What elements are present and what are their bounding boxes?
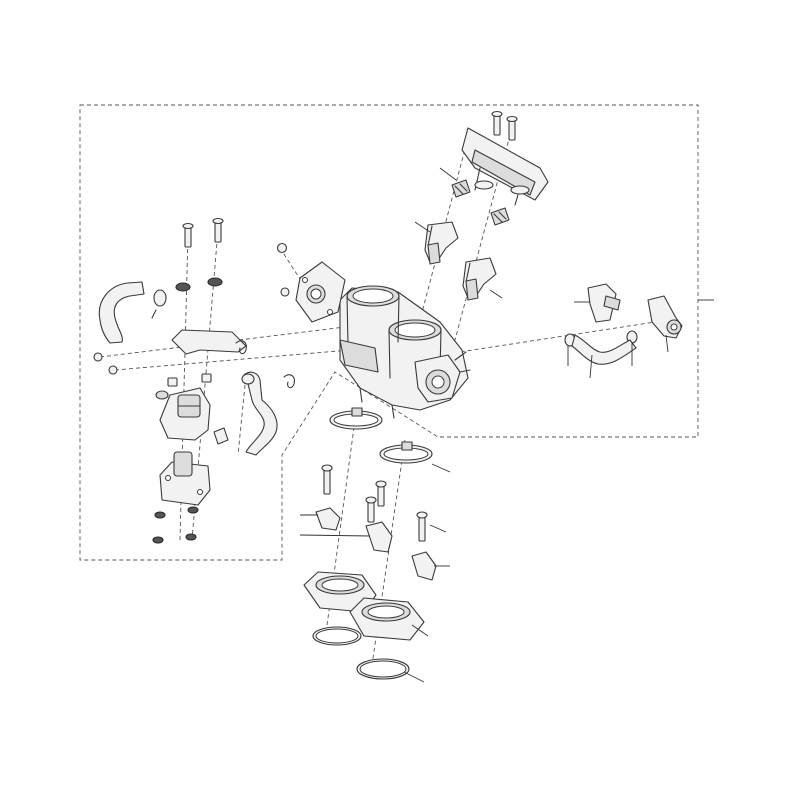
o-rings <box>312 626 410 680</box>
grommets <box>175 277 223 292</box>
bracket-12 <box>587 283 617 323</box>
upper-bolts <box>182 217 224 248</box>
fuel-injectors <box>424 221 497 301</box>
throttle-body <box>339 285 471 419</box>
fuel-rail <box>461 127 549 206</box>
bracket-12-tab <box>603 295 621 311</box>
hose-clamps <box>329 407 433 464</box>
sensor-plate <box>295 261 346 323</box>
hose-clip-24 <box>151 289 167 319</box>
actuator <box>159 451 211 506</box>
hose-32 <box>241 371 278 456</box>
nuts-29-30 <box>152 506 199 544</box>
leader-lines <box>299 167 714 683</box>
injector-clips <box>451 179 510 226</box>
plug-31 <box>213 427 229 445</box>
bracket-21 <box>171 329 247 355</box>
rail-bolts <box>491 110 518 141</box>
screws-25-26 <box>93 352 212 387</box>
idle-hose <box>98 281 145 344</box>
plate-screws <box>276 242 290 297</box>
assembly-boundary <box>79 104 699 561</box>
clips-22 <box>235 340 295 389</box>
hose-11 <box>571 334 637 365</box>
idle-valve <box>155 387 211 441</box>
manifold-bolts <box>321 464 428 542</box>
brackets-4-5-6 <box>315 507 437 581</box>
intake-manifolds <box>303 571 425 641</box>
temp-sensor <box>647 295 683 339</box>
